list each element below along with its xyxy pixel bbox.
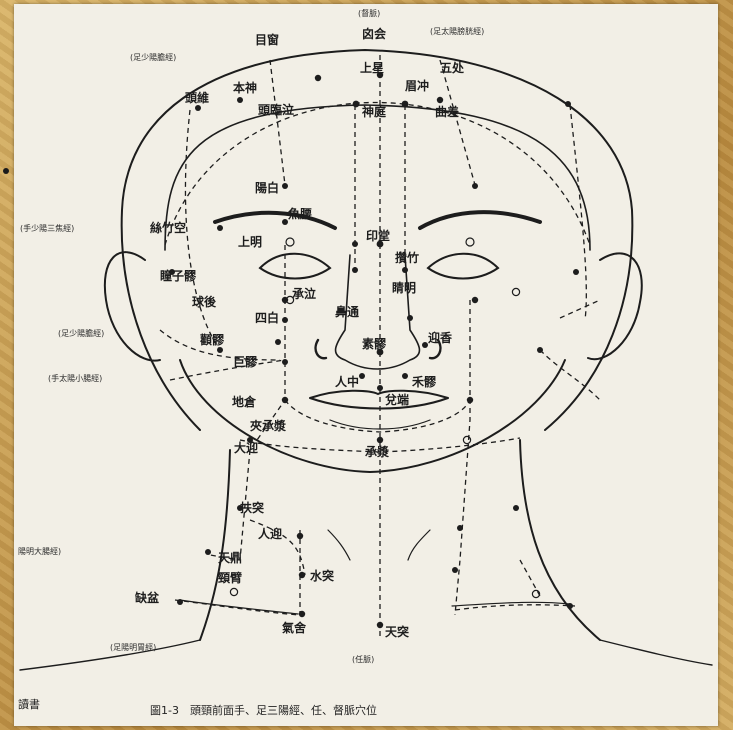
point-label: 鼻通: [335, 304, 359, 319]
meridian-label: (手少陽三焦經): [20, 223, 74, 233]
point-label: 上星: [360, 60, 384, 75]
right-ear: [588, 253, 642, 359]
right-eyebrow: [420, 212, 540, 228]
point-label: 頭維: [185, 90, 209, 105]
point-label: 巨髎: [233, 355, 258, 369]
shoulder-right: [600, 640, 712, 665]
point-label: 上明: [238, 234, 262, 249]
point-label: 目窗: [255, 32, 279, 47]
point-label: 瞳子髎: [160, 268, 197, 283]
point-label: 氣舍: [282, 620, 307, 635]
point-label: 承泣: [292, 286, 316, 301]
meridian-label: (足少陽膽經): [130, 52, 176, 62]
point-label: 天突: [385, 624, 409, 639]
meridian-label: (足少陽膽經): [58, 328, 104, 338]
point-label: 頭臨泣: [258, 102, 294, 117]
point-label: 素髎: [362, 336, 387, 351]
point-label: 五处: [440, 60, 465, 75]
point-label: 本神: [233, 80, 257, 95]
right-eye: [428, 254, 498, 279]
point-label: 神庭: [362, 104, 386, 119]
meridian-label: (足太陽膀胱經): [430, 26, 484, 36]
figure-caption: 圖1-3 頭頸前面手、足三陽經、任、督脈穴位: [150, 703, 377, 717]
point-label: 顴髎: [200, 332, 225, 347]
meridian-label: (手太陽小腸經): [48, 373, 102, 383]
left-eye: [260, 254, 330, 279]
point-label: 曲差: [435, 104, 459, 119]
point-label: 囟会: [362, 26, 387, 41]
point-label: 人迎: [258, 526, 282, 541]
point-label: 地倉: [232, 394, 257, 409]
point-label: 球後: [192, 294, 217, 309]
point-label: 水突: [310, 568, 334, 583]
point-label: 承漿: [365, 444, 389, 459]
point-label: 眉冲: [405, 78, 429, 93]
point-label: 絲竹空: [150, 220, 186, 235]
point-label: 攢竹: [395, 250, 419, 265]
point-label: 扶突: [240, 500, 264, 515]
point-label: 禾髎: [412, 375, 437, 389]
point-label: 頸臂: [218, 570, 242, 585]
point-label: 陽白: [255, 180, 279, 195]
meridian-label: (任脈): [352, 654, 374, 664]
point-label: 兌端: [385, 392, 409, 407]
point-label: 四白: [255, 310, 279, 325]
point-label: 天鼎: [218, 551, 242, 565]
mouth: [310, 391, 448, 409]
neck-right: [520, 440, 600, 640]
meridian-label: (足陽明胃經): [110, 642, 156, 652]
meridian-label: 陽明大腸經): [18, 546, 61, 556]
meridian-label: (督脈): [358, 8, 380, 18]
neck-left: [200, 450, 230, 640]
point-label: 缺盆: [135, 590, 160, 605]
point-label: 夾承漿: [250, 418, 286, 433]
left-eyebrow: [215, 213, 335, 228]
point-label: 人中: [335, 374, 359, 389]
point-label: 魚腰: [288, 206, 312, 221]
point-label: 大迎: [234, 440, 258, 455]
point-label: 印堂: [366, 228, 390, 243]
corner-text: 讀書: [18, 697, 40, 711]
point-label: 睛明: [392, 280, 416, 295]
point-label: 迎香: [428, 330, 452, 345]
